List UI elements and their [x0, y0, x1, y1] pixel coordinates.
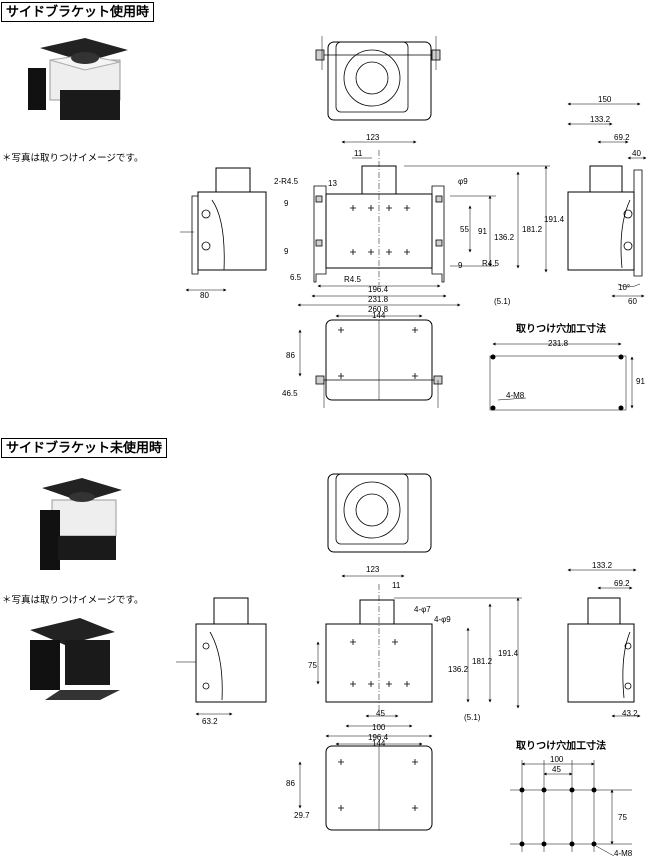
dim-2-r4-5: 2-R4.5: [274, 177, 299, 186]
dim-45-b: 45: [376, 709, 385, 718]
mount-dim-100-b: 100: [550, 755, 564, 764]
section-title-without-bracket: サイドブラケット未使用時: [1, 438, 168, 458]
dim-80: 80: [200, 291, 209, 300]
dim-86-b: 86: [286, 779, 295, 788]
dim-86: 86: [286, 351, 295, 360]
right-side-view-with-bracket: [567, 102, 647, 298]
photo-note-top: ＊写真は取りつけイメージです。: [2, 153, 144, 164]
dim-100-b: 100: [372, 723, 386, 732]
dim-5-1: (5.1): [494, 297, 511, 306]
dim-181-2-b: 181.2: [472, 657, 493, 666]
dim-231-8: 231.8: [368, 295, 389, 304]
dim-phi9: φ9: [458, 177, 468, 186]
mount-dim-45-b: 45: [552, 765, 561, 774]
dim-60: 60: [628, 297, 637, 306]
mount-dim-231-8: 231.8: [548, 339, 569, 348]
dim-260-8: 260.8: [368, 305, 389, 314]
dim-43-2-b: 43.2: [622, 709, 638, 718]
dim-144: 144: [372, 311, 386, 320]
dim-150: 150: [598, 95, 612, 104]
photo-note-bottom: ＊写真は取りつけイメージです。: [2, 595, 144, 606]
dim-40: 40: [632, 149, 641, 158]
product-photo-mounting-bracket: [30, 618, 120, 700]
mount-dim-4-m8-b: 4-M8: [614, 849, 633, 858]
dim-9-a: 9: [284, 199, 289, 208]
dim-9-b: 9: [284, 247, 289, 256]
dim-r4-5-bottom: R4.5: [344, 275, 361, 284]
dim-136-2: 136.2: [494, 233, 515, 242]
dim-63-2-b: 63.2: [202, 717, 218, 726]
dim-196-4: 196.4: [368, 285, 389, 294]
bottom-view-no-bracket: [298, 742, 433, 831]
dim-144-b: 144: [372, 739, 386, 748]
dim-11: 11: [354, 149, 363, 158]
mount-dim-91: 91: [636, 377, 645, 386]
mount-dim-75-b: 75: [618, 813, 627, 822]
dim-191-4: 191.4: [544, 215, 565, 224]
dim-6-5: 6.5: [290, 273, 302, 282]
top-plan-view: [315, 36, 441, 121]
dim-123: 123: [366, 133, 380, 142]
dim-13: 13: [328, 179, 337, 188]
dim-11-b: 11: [392, 581, 401, 590]
left-side-view-with-bracket: [180, 167, 267, 292]
right-side-view-no-bracket: [567, 568, 641, 718]
dim-133-2-b: 133.2: [592, 561, 613, 570]
dim-191-4-b: 191.4: [498, 649, 519, 658]
product-photo-with-bracket: [28, 38, 128, 120]
dim-46-5: 46.5: [282, 389, 298, 398]
section-title-with-bracket: サイドブラケット使用時: [1, 2, 155, 22]
dim-5-1-b: (5.1): [464, 713, 481, 722]
dim-4-phi9: 4-φ9: [434, 615, 451, 624]
dim-69-2: 69.2: [614, 133, 630, 142]
dim-91: 91: [478, 227, 487, 236]
dim-55: 55: [460, 225, 469, 234]
product-photo-without-bracket: [40, 478, 122, 570]
bottom-view-with-bracket: [298, 314, 443, 408]
dim-181-2: 181.2: [522, 225, 543, 234]
dim-9-c: 9: [458, 261, 463, 270]
mount-hole-pattern-with-bracket: [489, 342, 634, 411]
mount-caption-bottom: 取りつけ穴加工寸法: [516, 741, 607, 752]
left-side-view-no-bracket: [176, 597, 267, 716]
mount-hole-pattern-no-bracket: [510, 760, 632, 857]
dim-75-b: 75: [308, 661, 317, 670]
dim-123-b: 123: [366, 565, 380, 574]
dim-196-4-b: 196.4: [368, 733, 389, 742]
dim-r4-5-right: R4.5: [482, 259, 499, 268]
dim-10deg: 10°: [618, 283, 630, 292]
dim-136-2-b: 136.2: [448, 665, 469, 674]
front-view-no-bracket: [316, 574, 522, 738]
mount-caption-top: 取りつけ穴加工寸法: [516, 324, 607, 335]
dim-29-7-b: 29.7: [294, 811, 310, 820]
dim-4-phi7: 4-φ7: [414, 605, 431, 614]
mount-dim-4-m8: 4-M8: [506, 391, 525, 400]
dim-133-2: 133.2: [590, 115, 611, 124]
dim-69-2-b: 69.2: [614, 579, 630, 588]
front-view-with-bracket: [297, 140, 550, 307]
top-plan-view-no-bracket: [327, 473, 432, 553]
